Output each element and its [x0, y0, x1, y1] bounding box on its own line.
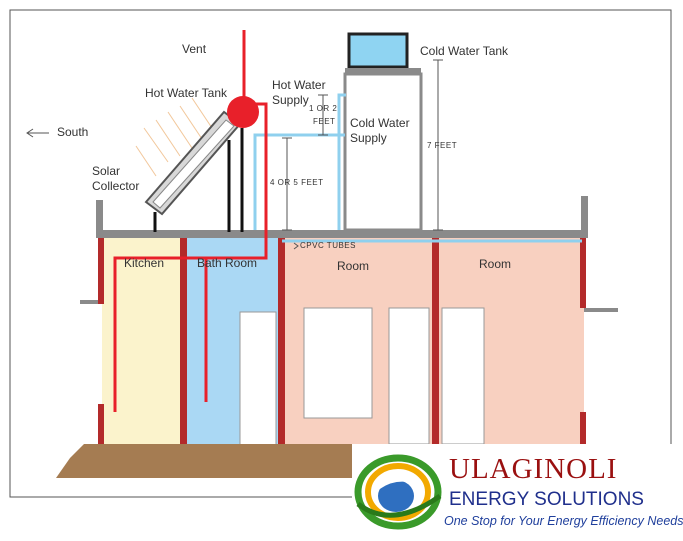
brand-tagline: One Stop for Your Energy Efficiency Need… — [444, 514, 683, 528]
left-ledge — [80, 300, 102, 304]
sun-logo-icon — [354, 454, 442, 530]
wall-post — [98, 238, 104, 304]
company-logo-block: ULAGINOLI ENERGY SOLUTIONS One Stop for … — [352, 444, 683, 538]
wall-post — [180, 238, 187, 458]
bath-door — [239, 311, 277, 459]
wall-post — [432, 238, 439, 444]
cold-water-tank-label: Cold Water Tank — [420, 44, 509, 58]
solar-collector-panel — [152, 119, 235, 209]
vent-label: Vent — [182, 42, 207, 56]
south-label: South — [57, 125, 88, 139]
roof-slab — [96, 230, 588, 238]
room-label-2: Room — [479, 257, 511, 271]
brand-subtitle: ENERGY SOLUTIONS — [449, 489, 644, 510]
cold-water-supply-pipe — [337, 93, 346, 230]
room-window-1 — [303, 307, 373, 419]
wall-post — [580, 238, 586, 308]
cold-water-supply-label: Supply — [350, 131, 387, 145]
dimension-7-feet — [433, 59, 443, 231]
tank-stand-top — [345, 68, 421, 74]
dimension-1-2-feet-label: 1 OR 2 — [309, 104, 337, 113]
dimension-1-2-feet — [318, 94, 328, 136]
parapet-left — [96, 200, 103, 232]
parapet-right — [581, 196, 588, 232]
cold-water-supply-label: Cold Water — [350, 116, 410, 130]
kitchen-label: Kitchen — [124, 256, 164, 270]
cold-water-tank — [347, 32, 409, 69]
bath-room-label: Bath Room — [197, 256, 257, 270]
wall-post — [278, 238, 285, 458]
room-door-1 — [388, 307, 430, 445]
wall-post — [580, 412, 586, 444]
cpvc-tubes-label: CPVC TUBES — [300, 241, 356, 250]
wall-post — [98, 404, 104, 458]
ground-slab — [56, 444, 352, 478]
cold-water-feed-pipe — [253, 133, 345, 230]
brand-name: ULAGINOLI — [449, 453, 618, 485]
solar-collector-label: Collector — [92, 179, 139, 193]
hot-water-supply-label: Hot Water — [272, 78, 326, 92]
dimension-7-feet-label: 7 FEET — [427, 141, 457, 150]
hot-water-tank — [227, 96, 259, 128]
dimension-4-5-feet — [282, 137, 292, 231]
hot-water-tank-label: Hot Water Tank — [145, 86, 228, 100]
solar-collector-label: Solar — [92, 164, 120, 178]
dimension-4-5-feet-label: 4 OR 5 FEET — [270, 178, 324, 187]
south-arrow-icon — [26, 128, 49, 138]
cpvc-arrow-icon — [293, 242, 299, 250]
room-door-2 — [441, 307, 485, 445]
room-label-1: Room — [337, 259, 369, 273]
tank-stand — [343, 72, 423, 232]
dimension-1-2-feet-label: FEET — [313, 117, 335, 126]
hot-water-supply-label: Supply — [272, 93, 309, 107]
right-ledge — [584, 308, 618, 312]
